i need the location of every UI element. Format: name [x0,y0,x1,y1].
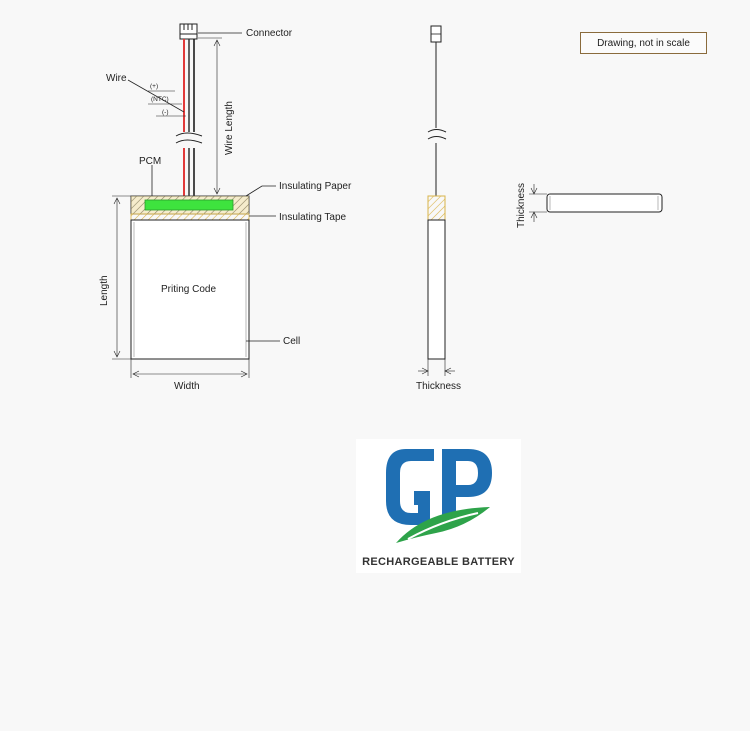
connector-label: Connector [246,28,293,39]
cell-body [130,219,250,360]
side-view: Thickness [416,25,461,392]
wire-label: Wire [106,73,127,84]
insulating-tape-label: Insulating Tape [279,212,347,223]
side-cell-body [427,219,446,360]
connector-shape [179,23,198,40]
scale-note: Drawing, not in scale [580,32,707,54]
length-label: Length [99,275,110,306]
wire-plus-label: (+) [150,83,158,90]
wires [175,39,203,196]
side-pcm-block [427,195,446,221]
cell-label: Cell [283,336,300,347]
end-view: Thickness [516,183,663,228]
wire-minus-label: (-) [162,109,169,116]
gp-logo-icon [386,449,492,543]
printing-code-label: Priting Code [161,284,216,295]
end-cell-body [546,193,663,213]
end-thickness-label: Thickness [516,183,527,228]
pcm-green-strip [144,199,234,211]
front-view: Connector Wire (+) (NTC) (-) Wire Length… [99,23,352,392]
insulating-tape-band [130,213,250,221]
wire-length-label: Wire Length [224,101,235,155]
wire-ntc-label: (NTC) [151,96,169,103]
insulating-paper-label: Insulating Paper [279,181,352,192]
pcm-label: PCM [139,156,161,167]
side-thickness-label: Thickness [416,381,461,392]
logo-tagline: RECHARGEABLE BATTERY [362,556,515,568]
brand-logo: RECHARGEABLE BATTERY [356,439,521,573]
width-label: Width [174,381,200,392]
